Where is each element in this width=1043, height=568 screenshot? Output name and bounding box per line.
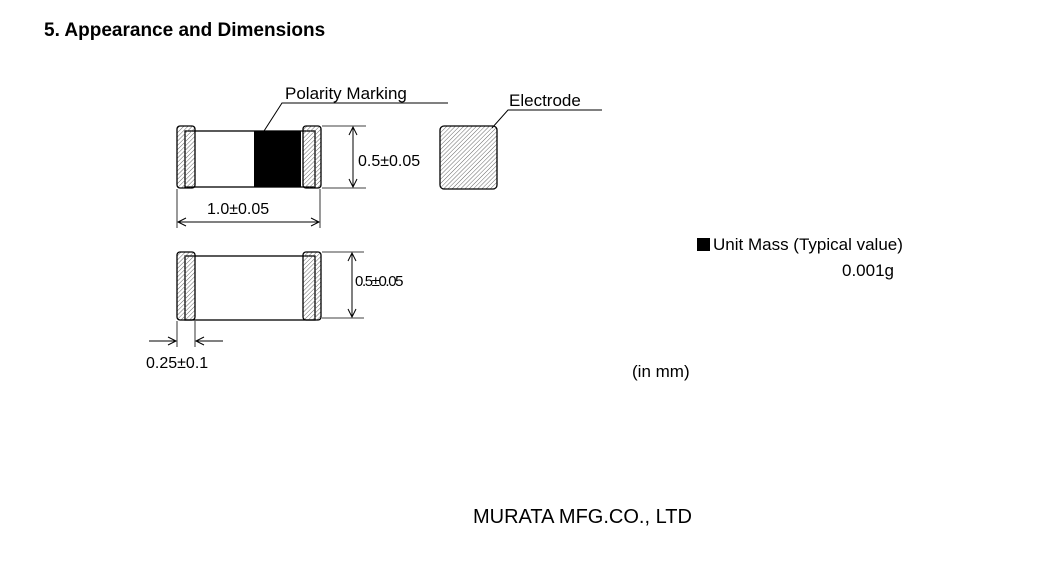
unit-mass-label: Unit Mass (Typical value) (697, 235, 903, 255)
electrode-label: Electrode (509, 91, 581, 110)
side-left-electrode (176, 251, 196, 321)
electrode-width-label: 0.25±0.1 (146, 355, 208, 372)
company-name: MURATA MFG.CO., LTD (473, 506, 692, 528)
polarity-label: Polarity Marking (285, 84, 407, 103)
component-side-view (176, 251, 322, 321)
polarity-leader (263, 102, 448, 132)
units-note: (in mm) (632, 362, 690, 381)
electrode-leader (491, 109, 602, 129)
unit-mass-value: 0.001g (842, 261, 894, 280)
bullet-square-icon (697, 238, 710, 251)
section-title: 5. Appearance and Dimensions (44, 20, 326, 41)
side-right-electrode (302, 251, 322, 321)
component-top-view (176, 125, 322, 189)
polarity-mark (254, 131, 301, 187)
unit-mass-text: Unit Mass (Typical value) (713, 235, 903, 254)
right-electrode (302, 125, 322, 189)
height-top-label: 0.5±0.05 (358, 153, 420, 170)
height-bottom-label: 0.5±0.05 (355, 273, 403, 290)
left-electrode (176, 125, 196, 189)
length-label: 1.0±0.05 (207, 201, 269, 218)
end-view-electrode (439, 125, 498, 190)
